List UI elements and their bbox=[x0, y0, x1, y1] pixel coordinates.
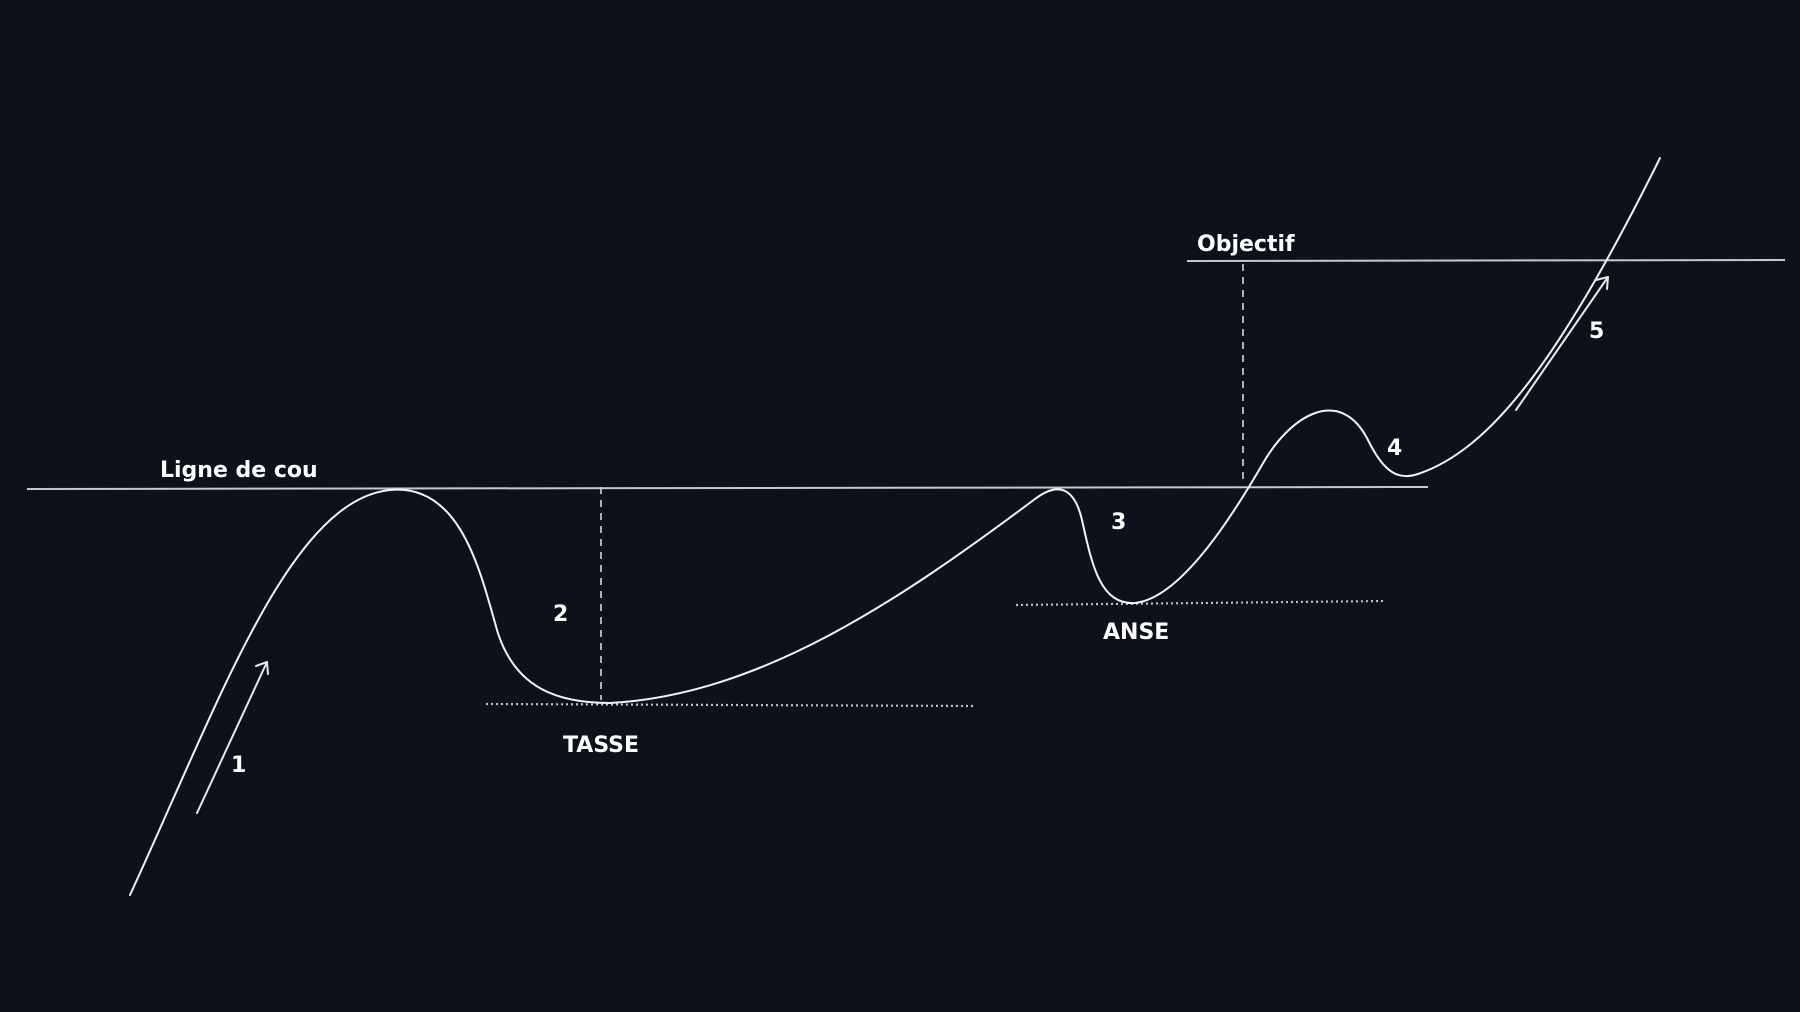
arrow-5 bbox=[1515, 276, 1609, 411]
price-curve bbox=[129, 157, 1661, 896]
step-3: 3 bbox=[1111, 510, 1126, 535]
step-4: 4 bbox=[1387, 436, 1402, 461]
neckline-label: Ligne de cou bbox=[160, 458, 318, 483]
handle-bottom-dotted-line bbox=[1015, 599, 1386, 607]
cup-label: TASSE bbox=[563, 733, 639, 758]
cup-bottom-dotted-line bbox=[485, 702, 974, 708]
neckline bbox=[26, 486, 1429, 490]
arrow-1 bbox=[196, 661, 269, 814]
handle-label: ANSE bbox=[1103, 620, 1169, 645]
target-label: Objectif bbox=[1197, 232, 1295, 257]
step-2: 2 bbox=[553, 602, 568, 627]
step-5: 5 bbox=[1589, 319, 1604, 344]
step-1: 1 bbox=[231, 753, 246, 778]
target-line bbox=[1186, 259, 1786, 262]
